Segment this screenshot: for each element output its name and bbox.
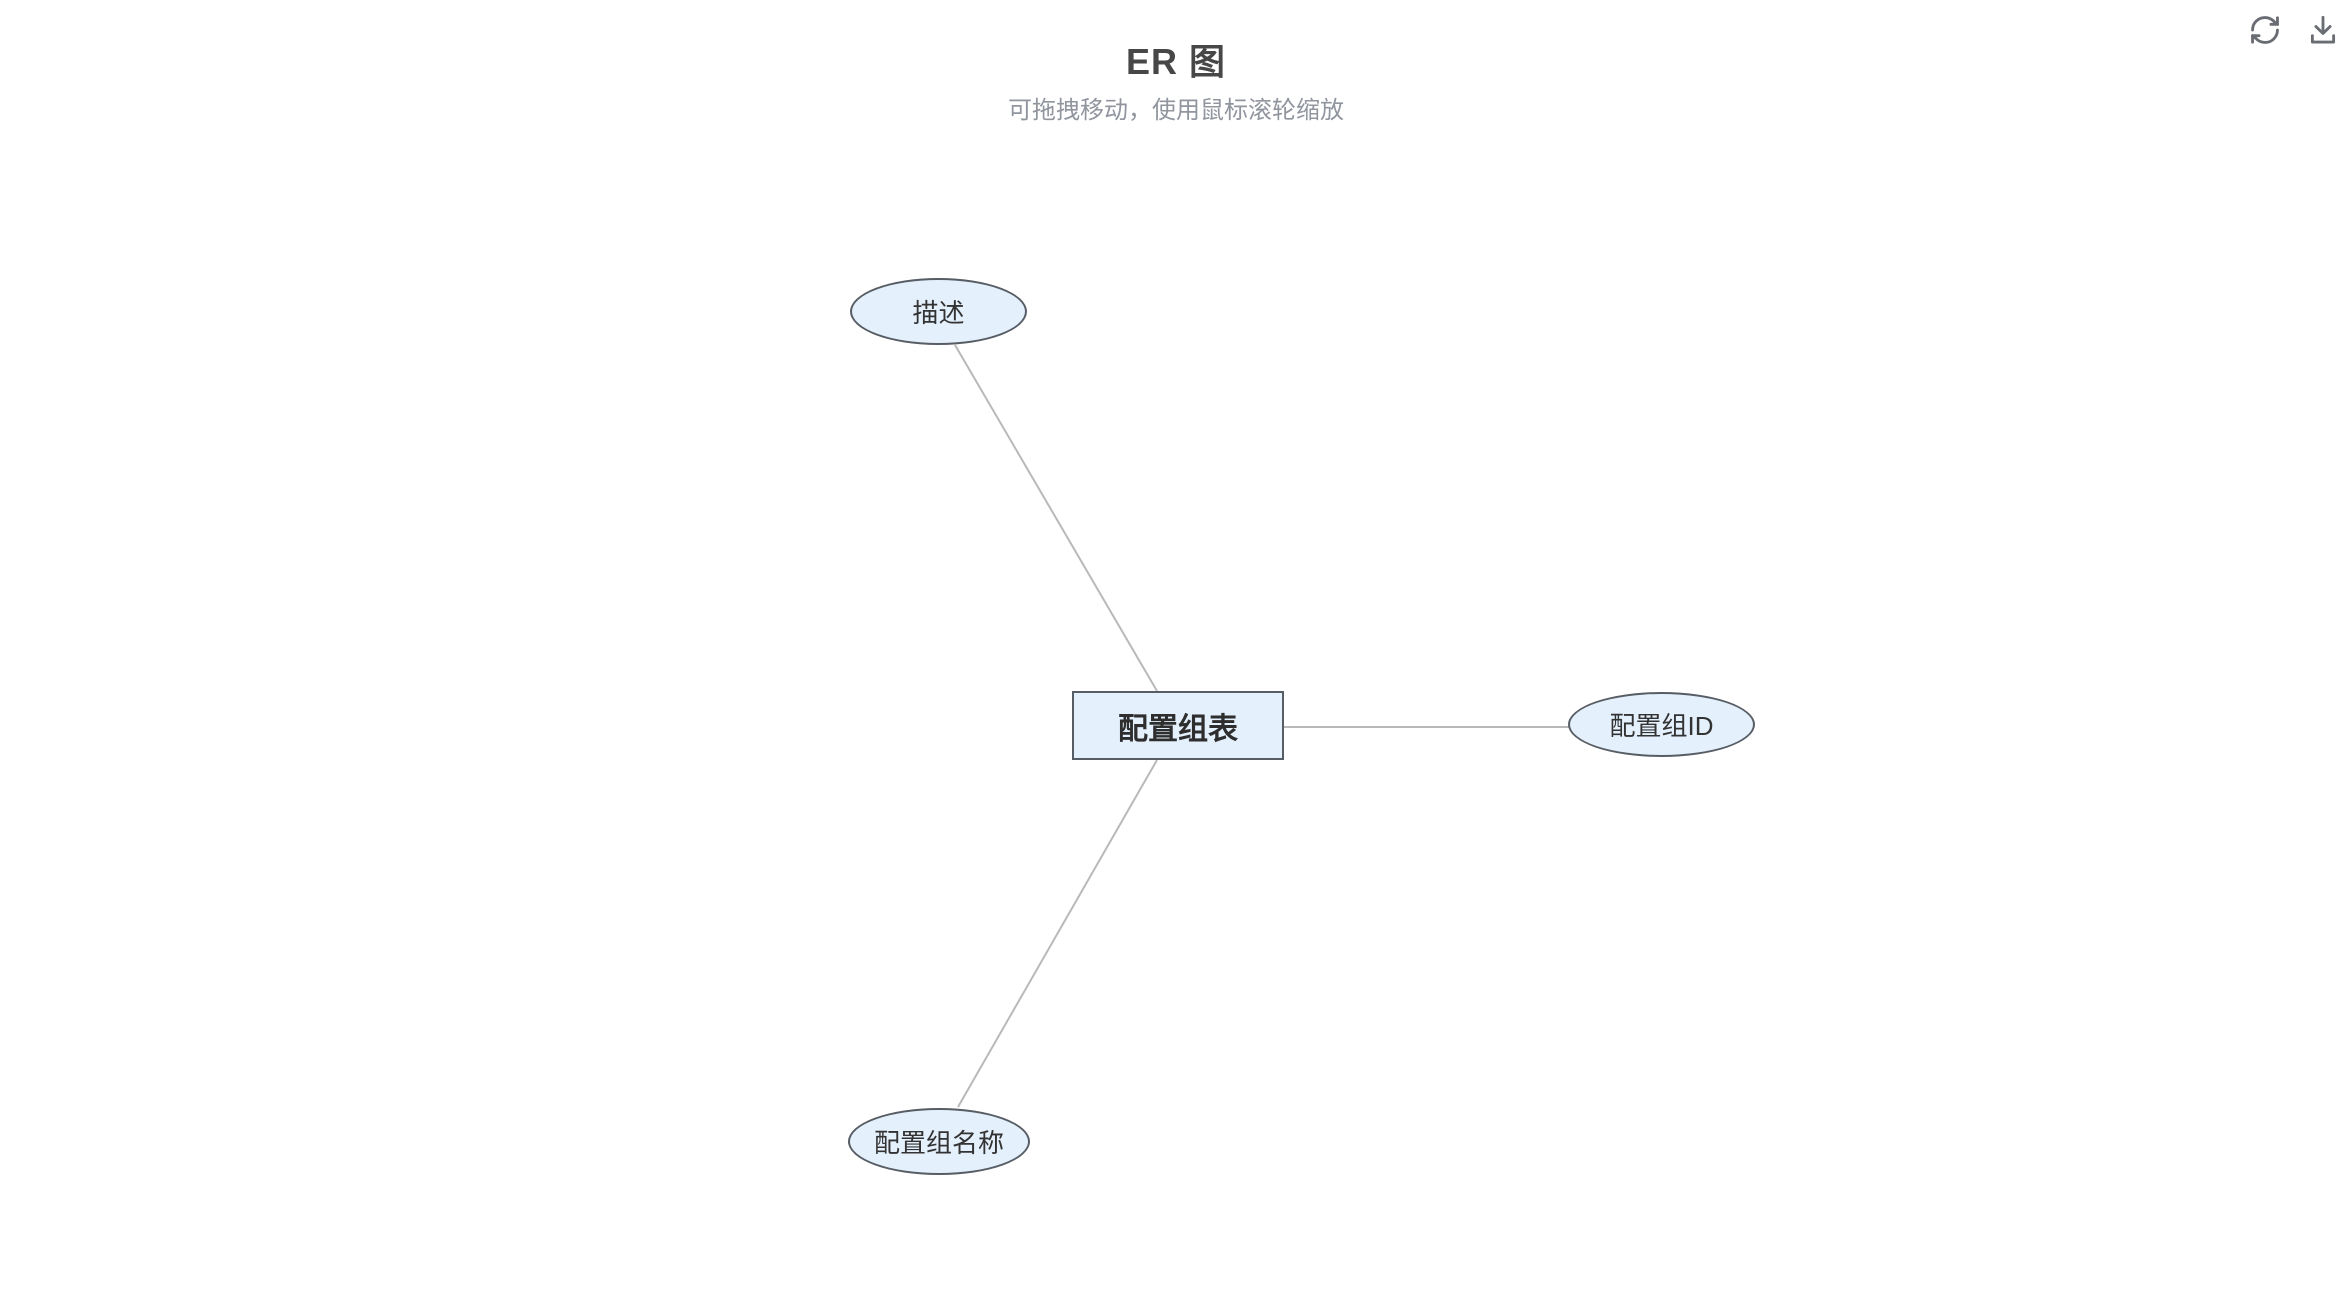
entity-label: 配置组表 — [1118, 712, 1238, 746]
refresh-button[interactable] — [2248, 13, 2282, 47]
refresh-icon — [2251, 16, 2279, 44]
attribute-label: 配置组名称 — [873, 1128, 1004, 1158]
attribute-node-group-name[interactable]: 配置组名称 — [848, 1108, 1030, 1175]
entity-node[interactable]: 配置组表 — [1072, 691, 1284, 760]
download-icon — [2310, 15, 2336, 44]
attribute-node-group-id[interactable]: 配置组ID — [1568, 692, 1755, 757]
toolbar — [2248, 13, 2340, 47]
er-edge-entity-to-name — [957, 759, 1158, 1108]
attribute-node-description[interactable]: 描述 — [850, 278, 1027, 345]
attribute-label: 配置组ID — [1609, 711, 1714, 741]
attribute-label: 描述 — [912, 298, 965, 328]
er-edge-entity-to-desc — [954, 344, 1158, 692]
download-button[interactable] — [2306, 13, 2340, 47]
